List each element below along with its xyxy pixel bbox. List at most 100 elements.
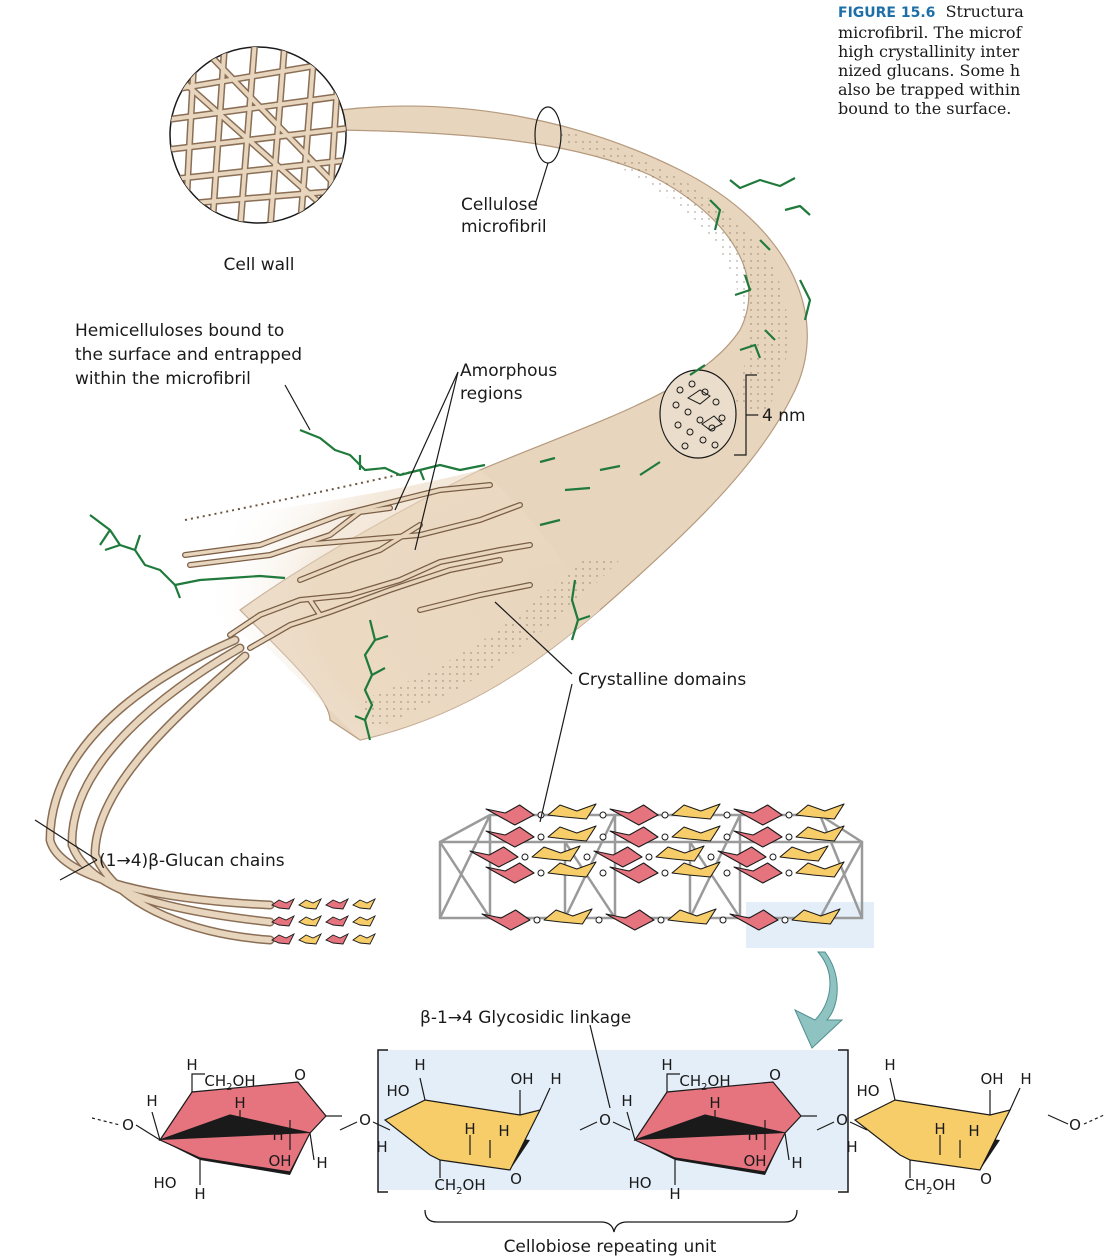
glycosidic-oxygen [596,917,602,923]
cell-wall-magnified [165,40,350,230]
label-amorphous-2: regions [460,384,523,404]
glucose-unit [326,916,348,926]
glucose-unit [532,846,580,861]
ring-oxygen: O [294,1066,306,1084]
hydroxyl-label: HO [628,1174,651,1192]
glucose-unit [548,804,596,819]
chain-end-row [272,916,375,926]
glucose-unit [610,827,658,847]
glucose-unit [486,863,534,883]
lattice-row-mid-2 [470,846,828,867]
terminal-oxygen: O [122,1116,134,1134]
atom-h: H [194,1185,205,1203]
glycosidic-oxygen: O [599,1111,611,1129]
glycosidic-oxygen [584,854,590,860]
microfibril-cross-section [660,370,736,458]
glycosidic-oxygen [724,812,730,818]
glycosidic-oxygen [770,854,776,860]
glucose-unit [672,826,720,841]
ch2oh-label: CH2OH [204,1072,255,1093]
glycosidic-oxygen [724,834,730,840]
glycosidic-oxygen [786,834,792,840]
label-crystalline: Crystalline domains [578,670,746,690]
glycosidic-oxygen [724,870,730,876]
atom-h: H [699,1120,710,1138]
atom-h: H [884,1056,895,1074]
glycosidic-oxygen [600,870,606,876]
glycosidic-oxygen [600,812,606,818]
atom-h: H [661,1056,672,1074]
atom-h: H [186,1056,197,1074]
atom-h: H [376,1138,387,1156]
glucose-unit [672,804,720,819]
ch2oh-label: CH2OH [904,1176,955,1197]
atom-h: H [621,1092,632,1110]
glycosidic-oxygen [538,870,544,876]
hydroxyl-label: OH [743,1152,766,1170]
glucose-unit [326,899,348,909]
atom-h: H [846,1138,857,1156]
glucose-unit [796,804,844,819]
glycosidic-oxygen [782,917,788,923]
glucose-unit [326,934,348,944]
glycosidic-oxygen [708,854,714,860]
label-hemicelluloses-1: Hemicelluloses bound to [75,321,284,341]
atom-h: H [968,1122,979,1140]
glucose-unit [656,846,704,861]
atom-h: H [234,1094,245,1112]
atom-h: H [550,1070,561,1088]
glucose-unit [353,934,375,944]
chain-end-glucose [272,899,375,944]
glucose-unit [780,846,828,861]
glucan-chains [50,640,270,940]
glycosidic-oxygen [786,812,792,818]
hydroxyl-label: OH [980,1070,1003,1088]
glucose-unit [718,847,766,867]
label-hemicelluloses-3: within the microfibril [75,369,251,389]
glucose-unit [548,826,596,841]
chain-end-row [272,934,375,944]
hydroxyl-label: OH [510,1070,533,1088]
hydroxyl-label: HO [856,1082,879,1100]
ring-oxygen: O [769,1066,781,1084]
atom-h: H [669,1185,680,1203]
glucose-unit [594,847,642,867]
glycosidic-oxygen [662,834,668,840]
glucose-unit [353,899,375,909]
atom-h: H [498,1122,509,1140]
glycosidic-oxygen [538,834,544,840]
glucose-unit [272,916,294,926]
atom-h: H [791,1154,802,1172]
glycosidic-oxygen [786,870,792,876]
glucose-unit [610,863,658,883]
glycosidic-oxygen [600,834,606,840]
glycosidic-oxygen: O [836,1111,848,1129]
atom-h: H [1020,1070,1031,1088]
atom-h: H [934,1120,945,1138]
atom-h: H [146,1092,157,1110]
label-microfibril: microfibril [461,217,547,237]
glucose-unit [299,916,321,926]
atom-h: H [747,1126,758,1144]
glucose-unit [486,827,534,847]
crystalline-lattice [440,804,874,948]
glucose-unit [470,847,518,867]
atom-h: H [414,1056,425,1074]
atom-h: H [709,1094,720,1112]
label-glucan-chains: (1→4)β-Glucan chains [99,851,285,871]
glycosidic-oxygen: O [359,1111,371,1129]
atom-h: H [272,1126,283,1144]
cellobiose-structure: HCH2OHOHHHHOHHOHHHHOOHHHHHCH2OHOHCH2OHOH… [92,1050,1104,1232]
glycosidic-oxygen [720,917,726,923]
glycosidic-oxygen [522,854,528,860]
label-size: 4 nm [762,406,806,426]
label-hemicelluloses-2: the surface and entrapped [75,345,302,365]
glucose-unit [548,862,596,877]
glucose-unit [796,862,844,877]
label-cellobiose: Cellobiose repeating unit [504,1237,717,1257]
atom-h: H [464,1120,475,1138]
ring-oxygen: O [980,1170,992,1188]
hydroxyl-label: OH [268,1152,291,1170]
